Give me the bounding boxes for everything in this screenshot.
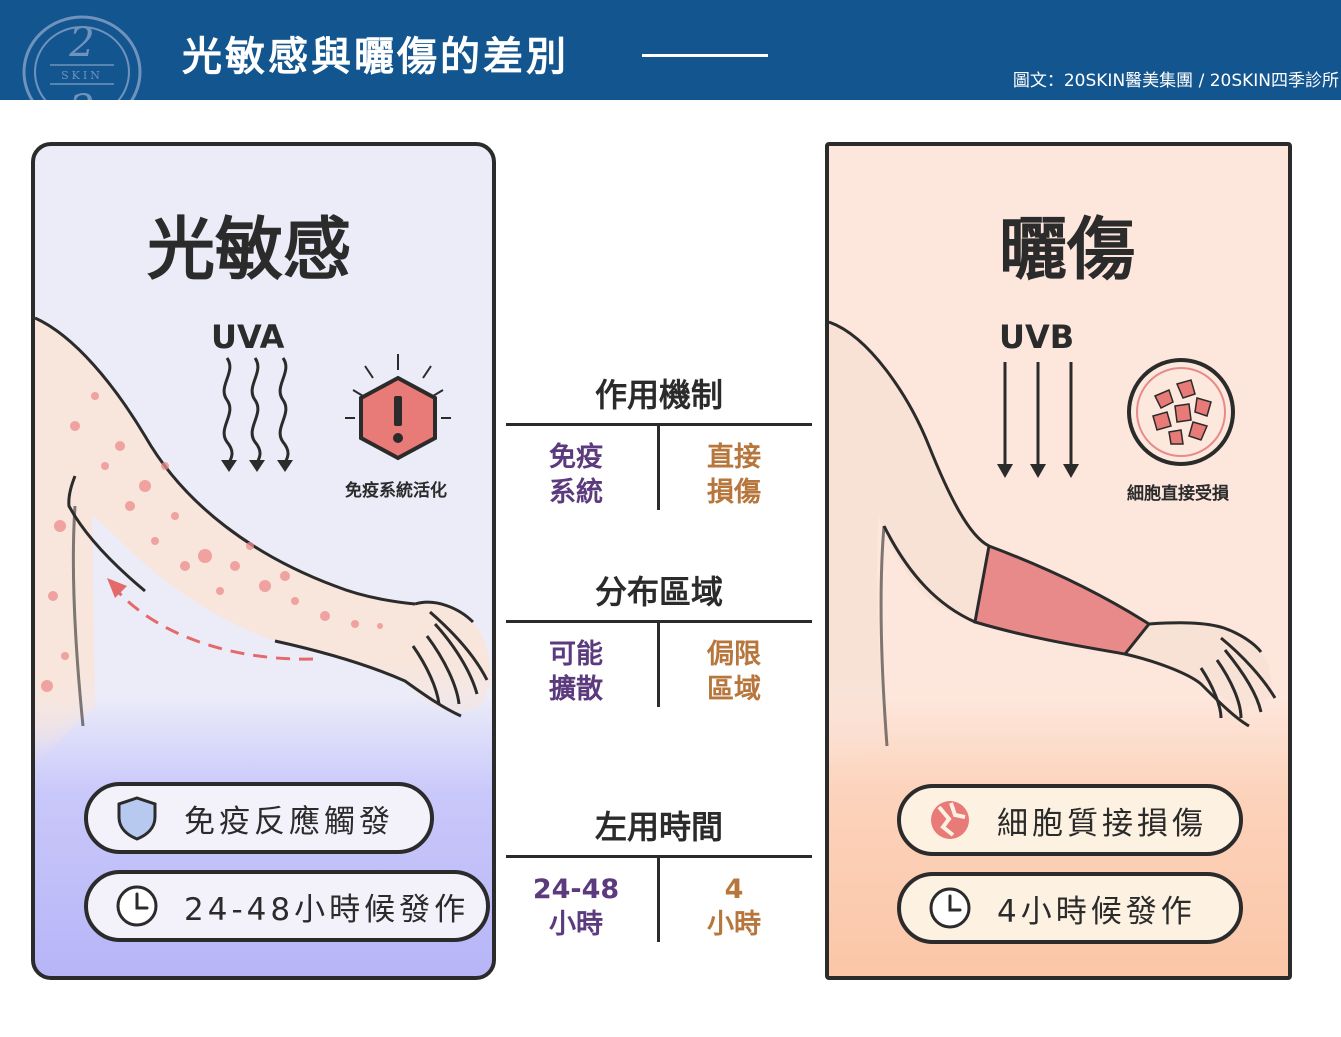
left-icon-caption: 免疫系統活化 — [345, 481, 447, 501]
arm-illustration-burn — [829, 320, 1277, 766]
mechanism-right: 直接 損傷 — [664, 440, 804, 510]
timing-left-line1: 24-48 — [532, 874, 620, 905]
timing-heading: 左用時間 — [594, 808, 723, 846]
uva-label: UVA — [211, 318, 285, 356]
distribution-divider — [657, 623, 660, 707]
clock-icon — [929, 887, 971, 929]
right-onset-pill: 4小時候發作 — [897, 872, 1243, 944]
mechanism-left-line2: 系統 — [549, 477, 603, 508]
brand-logo: 2 SKIN 2 — [22, 15, 142, 100]
mechanism-divider — [657, 426, 660, 510]
header-bar: 2 SKIN 2 光敏感與曬傷的差別 圖文：20SKIN醫美集團 / 20SKI… — [0, 0, 1341, 100]
photosensitivity-panel: 光敏感 UVA 免疫系統活化 免疫反應觸發 24-48小時候發作 — [31, 142, 496, 980]
timing-right: 4 小時 — [664, 872, 804, 942]
mechanism-right-line1: 直接 — [707, 442, 761, 473]
mechanism-rule — [506, 423, 812, 426]
distribution-right-line2: 區域 — [707, 674, 761, 705]
broken-cell-icon — [931, 801, 969, 839]
shield-icon — [117, 796, 157, 841]
timing-left: 24-48 小時 — [506, 872, 646, 942]
distribution-heading: 分布區域 — [594, 573, 723, 611]
immune-trigger-text: 免疫反應觸發 — [184, 803, 394, 840]
mechanism-right-line2: 損傷 — [707, 477, 761, 508]
distribution-right: 侷限 區域 — [664, 637, 804, 707]
mechanism-heading: 作用機制 — [594, 376, 723, 414]
distribution-left-line1: 可能 — [549, 639, 603, 670]
left-panel-title: 光敏感 — [147, 211, 352, 290]
svg-text:2: 2 — [68, 87, 94, 100]
left-onset-pill: 24-48小時候發作 — [84, 870, 490, 942]
cell-damage-text: 細胞質接損傷 — [997, 805, 1207, 842]
left-onset-text: 24-48小時候發作 — [184, 891, 470, 928]
page-title: 光敏感與曬傷的差別 — [182, 34, 569, 80]
arm-illustration-rash — [35, 316, 491, 766]
mechanism-left-line1: 免疫 — [549, 442, 603, 473]
uvb-label: UVB — [999, 318, 1075, 356]
right-icon-caption: 細胞直接受損 — [1127, 484, 1229, 504]
timing-right-line1: 4 — [724, 874, 744, 905]
title-underline — [642, 54, 768, 57]
timing-divider — [657, 858, 660, 942]
clock-icon — [116, 885, 158, 927]
cell-damage-pill: 細胞質接損傷 — [897, 784, 1243, 856]
timing-rule — [506, 855, 812, 858]
distribution-left: 可能 擴散 — [506, 637, 646, 707]
distribution-left-line2: 擴散 — [549, 674, 603, 705]
svg-text:SKIN: SKIN — [61, 69, 103, 82]
immune-trigger-pill: 免疫反應觸發 — [84, 782, 434, 854]
credit-text: 圖文：20SKIN醫美集團 / 20SKIN四季診所 — [1012, 71, 1339, 91]
mechanism-left: 免疫 系統 — [506, 440, 646, 510]
distribution-right-line1: 侷限 — [707, 639, 761, 670]
right-panel-title: 曬傷 — [999, 211, 1136, 290]
timing-right-line2: 小時 — [707, 909, 761, 940]
timing-left-line2: 小時 — [549, 909, 603, 940]
sunburn-panel: 曬傷 UVB 細胞直接受損 細胞質接損傷 4小時候發作 — [825, 142, 1292, 980]
distribution-rule — [506, 620, 812, 623]
svg-text:2: 2 — [68, 20, 94, 66]
right-onset-text: 4小時候發作 — [997, 893, 1196, 930]
damaged-cell-icon — [1127, 358, 1235, 466]
warning-hexagon-icon — [345, 354, 451, 461]
